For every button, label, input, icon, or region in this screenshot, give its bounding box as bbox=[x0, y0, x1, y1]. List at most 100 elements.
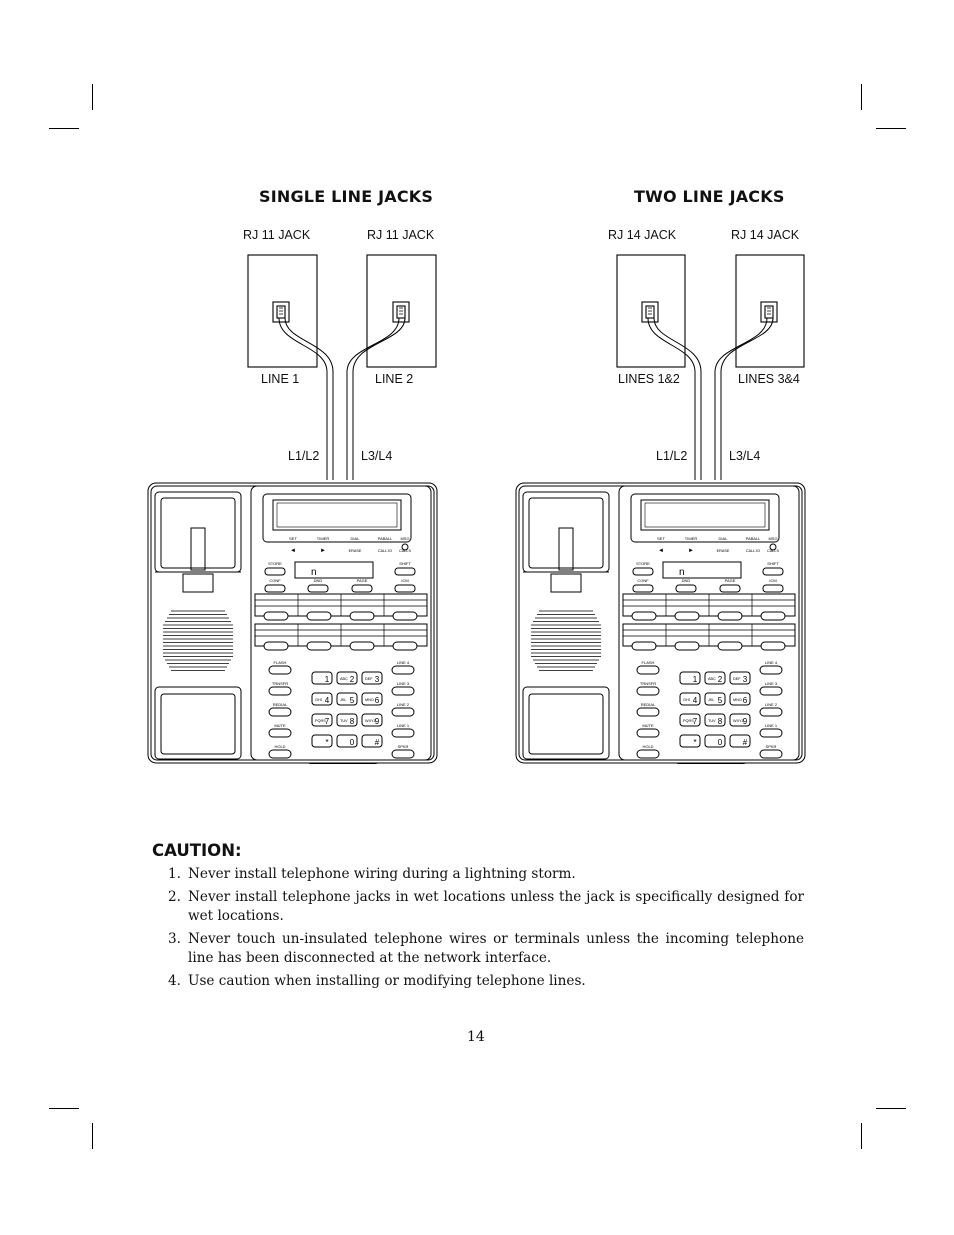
right-function-button bbox=[391, 707, 415, 717]
handset-top bbox=[528, 497, 604, 569]
caution-item: 3.Never touch un-insulated telephone wir… bbox=[168, 931, 804, 966]
softkey-sub-label: CALLS bbox=[399, 549, 411, 553]
caution-item-text: Never install telephone wiring during a … bbox=[188, 866, 576, 882]
keypad-digit: 5 bbox=[350, 696, 355, 705]
keypad-digit: 7 bbox=[693, 717, 698, 726]
keypad-digit: 2 bbox=[718, 675, 723, 684]
keypad-key bbox=[729, 692, 751, 706]
keypad-key bbox=[336, 692, 358, 706]
function-button bbox=[264, 584, 286, 593]
crop-mark bbox=[876, 128, 906, 129]
keypad-digit: 6 bbox=[375, 696, 380, 705]
handset-cradle bbox=[522, 491, 610, 573]
two-line-right-label: LINES 3&4 bbox=[738, 372, 800, 386]
caution-item: 4.Use caution when installing or modifyi… bbox=[168, 973, 586, 989]
store-button bbox=[264, 567, 286, 576]
phone-body bbox=[515, 482, 806, 764]
right-function-label: LINE 1 bbox=[397, 723, 410, 728]
softkey-label: PABALL bbox=[378, 536, 394, 541]
secondary-display bbox=[294, 561, 374, 579]
handset-bottom bbox=[522, 686, 610, 760]
keypad-key bbox=[729, 713, 751, 727]
left-function-button bbox=[268, 749, 292, 759]
shift-label: SHIFT bbox=[399, 561, 411, 566]
display-char: n bbox=[311, 567, 317, 578]
store-label: STORE bbox=[268, 561, 282, 566]
programmable-button bbox=[349, 641, 375, 651]
keypad-digit: 1 bbox=[325, 675, 330, 684]
keypad-digit: 0 bbox=[350, 738, 355, 747]
jack-socket-icon bbox=[760, 301, 778, 323]
two-wire-right-label: L3/L4 bbox=[729, 449, 761, 463]
programmable-button bbox=[631, 611, 657, 621]
store-button bbox=[632, 567, 654, 576]
left-function-button bbox=[268, 665, 292, 675]
keypad-digit: 4 bbox=[325, 696, 330, 705]
softkey-label: PABALL bbox=[746, 536, 762, 541]
programmable-button bbox=[631, 641, 657, 651]
softkey-label: MSG bbox=[400, 536, 409, 541]
left-function-label: REDIAL bbox=[273, 702, 288, 707]
msg-led bbox=[769, 543, 777, 551]
keypad-key bbox=[361, 692, 383, 706]
left-function-label: REDIAL bbox=[641, 702, 656, 707]
softkey-sub-label: ERASE bbox=[717, 549, 730, 553]
keypad-digit: 8 bbox=[718, 717, 723, 726]
handset-earpiece bbox=[528, 693, 604, 755]
right-function-label: LINE 2 bbox=[397, 702, 410, 707]
keypad-letters: WXYZ bbox=[733, 719, 745, 723]
page-number: 14 bbox=[467, 1029, 485, 1045]
right-function-button bbox=[759, 686, 783, 696]
programmable-button bbox=[306, 611, 332, 621]
handset-cradle bbox=[154, 491, 242, 573]
softkey-label: TIMER bbox=[317, 536, 330, 541]
keypad-panel bbox=[618, 485, 800, 761]
single-jack-left-label: RJ 11 JACK bbox=[243, 228, 311, 242]
keypad-letters: GHI bbox=[315, 698, 322, 702]
softkey-sub-label: ERASE bbox=[349, 549, 362, 553]
crop-mark bbox=[49, 1108, 79, 1109]
keypad-digit: 3 bbox=[743, 675, 748, 684]
function-button bbox=[675, 584, 697, 593]
keypad-key bbox=[361, 734, 383, 748]
left-function-button bbox=[636, 707, 660, 717]
right-function-label: LINE 1 bbox=[765, 723, 778, 728]
two-jack-right-label: RJ 14 JACK bbox=[731, 228, 800, 242]
phone-body bbox=[147, 482, 438, 764]
function-label: DND bbox=[314, 578, 323, 583]
keypad-key bbox=[704, 734, 726, 748]
programmable-button bbox=[760, 611, 786, 621]
left-function-label: MUTE bbox=[642, 723, 654, 728]
handset-neck bbox=[550, 573, 582, 593]
keypad-letters: ABC bbox=[708, 677, 716, 681]
keypad-letters: JKL bbox=[340, 698, 347, 702]
jack-socket-icon bbox=[272, 301, 290, 323]
programmable-button bbox=[263, 611, 289, 621]
keypad-digit: 1 bbox=[693, 675, 698, 684]
caution-item-text: Never install telephone jacks in wet loc… bbox=[188, 889, 804, 924]
keypad-digit: 0 bbox=[718, 738, 723, 747]
shift-button bbox=[394, 567, 416, 576]
caution-list: 1.Never install telephone wiring during … bbox=[168, 865, 804, 995]
two-jack-left-label: RJ 14 JACK bbox=[608, 228, 677, 242]
programmable-button bbox=[263, 641, 289, 651]
single-wire-right-label: L3/L4 bbox=[361, 449, 393, 463]
handset-neck bbox=[182, 573, 214, 593]
left-function-label: TRNSFR bbox=[640, 681, 656, 686]
single-line-left-label: LINE 1 bbox=[261, 372, 300, 386]
function-button bbox=[307, 584, 329, 593]
arrow-left-icon: ◄ bbox=[290, 548, 296, 554]
keypad-key bbox=[311, 692, 333, 706]
keypad-letters: GHI bbox=[683, 698, 690, 702]
shift-button bbox=[762, 567, 784, 576]
right-function-label: LINE 4 bbox=[765, 660, 778, 665]
single-line-jacks-title: SINGLE LINE JACKS bbox=[259, 187, 434, 206]
keypad-digit: 2 bbox=[350, 675, 355, 684]
left-function-button bbox=[636, 728, 660, 738]
crop-mark bbox=[861, 1123, 862, 1149]
lcd-housing bbox=[262, 493, 412, 543]
two-line-jacks-title: TWO LINE JACKS bbox=[634, 187, 785, 206]
keypad-key bbox=[729, 734, 751, 748]
crop-mark bbox=[92, 1123, 93, 1149]
